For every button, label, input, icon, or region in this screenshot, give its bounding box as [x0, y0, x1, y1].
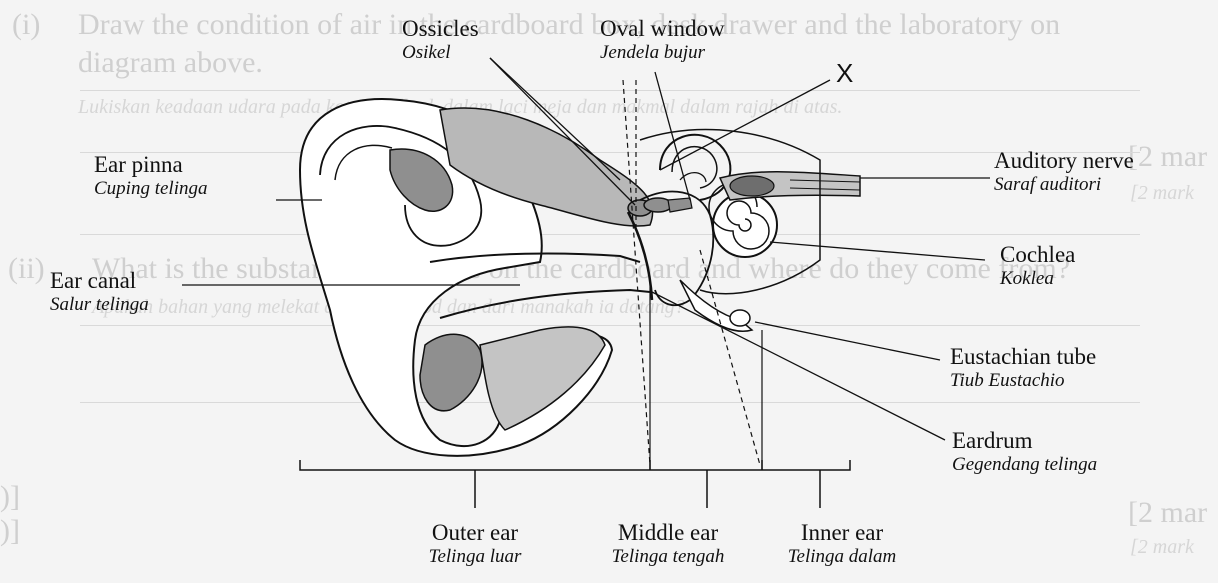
- label-ossicles-my: Osikel: [402, 42, 479, 64]
- label-auditory-nerve: Auditory nerve Saraf auditori: [994, 148, 1134, 196]
- label-eustachian-tube-my: Tiub Eustachio: [950, 370, 1096, 392]
- ear-canal-tube-lower: [440, 290, 650, 318]
- label-middle-ear-my: Telinga tengah: [588, 546, 748, 568]
- label-ear-canal-en: Ear canal: [50, 268, 149, 294]
- auditory-nerve-ganglion: [730, 176, 774, 196]
- divider-middle-inner: [700, 250, 760, 465]
- label-outer-ear: Outer ear Telinga luar: [410, 520, 540, 568]
- ossicle-stapes: [668, 198, 692, 212]
- eustachian-tube-opening: [730, 310, 750, 326]
- label-ear-pinna-en: Ear pinna: [94, 152, 207, 178]
- label-outer-ear-my: Telinga luar: [410, 546, 540, 568]
- pinna-cartilage-lower: [420, 334, 482, 410]
- label-ossicles-en: Ossicles: [402, 16, 479, 42]
- label-ossicles: Ossicles Osikel: [402, 16, 479, 64]
- label-inner-ear-my: Telinga dalam: [772, 546, 912, 568]
- label-eustachian-tube-en: Eustachian tube: [950, 344, 1096, 370]
- label-x: X: [836, 58, 853, 89]
- label-oval-window: Oval window Jendela bujur: [600, 16, 725, 64]
- label-oval-window-en: Oval window: [600, 16, 725, 42]
- region-bracket: [300, 460, 850, 470]
- label-inner-ear-en: Inner ear: [772, 520, 912, 546]
- label-inner-ear: Inner ear Telinga dalam: [772, 520, 912, 568]
- label-cochlea-my: Koklea: [1000, 268, 1075, 290]
- label-auditory-nerve-en: Auditory nerve: [994, 148, 1134, 174]
- leader-cochlea: [770, 242, 985, 260]
- label-eardrum-en: Eardrum: [952, 428, 1097, 454]
- label-auditory-nerve-my: Saraf auditori: [994, 174, 1134, 196]
- label-eardrum: Eardrum Gegendang telinga: [952, 428, 1097, 476]
- label-outer-ear-en: Outer ear: [410, 520, 540, 546]
- label-middle-ear-en: Middle ear: [588, 520, 748, 546]
- label-ear-pinna: Ear pinna Cuping telinga: [94, 152, 207, 200]
- label-ear-canal-my: Salur telinga: [50, 294, 149, 316]
- label-ear-pinna-my: Cuping telinga: [94, 178, 207, 200]
- label-middle-ear: Middle ear Telinga tengah: [588, 520, 748, 568]
- label-oval-window-my: Jendela bujur: [600, 42, 725, 64]
- label-ear-canal: Ear canal Salur telinga: [50, 268, 149, 316]
- leader-eustachian-tube: [755, 322, 940, 360]
- semicircular-canal-inner: [672, 147, 717, 188]
- label-cochlea-en: Cochlea: [1000, 242, 1075, 268]
- leader-eardrum: [652, 292, 945, 440]
- leader-x: [660, 80, 830, 170]
- label-eardrum-my: Gegendang telinga: [952, 454, 1097, 476]
- label-cochlea: Cochlea Koklea: [1000, 242, 1075, 290]
- label-eustachian-tube: Eustachian tube Tiub Eustachio: [950, 344, 1096, 392]
- semicircular-canal-outer: [660, 135, 730, 200]
